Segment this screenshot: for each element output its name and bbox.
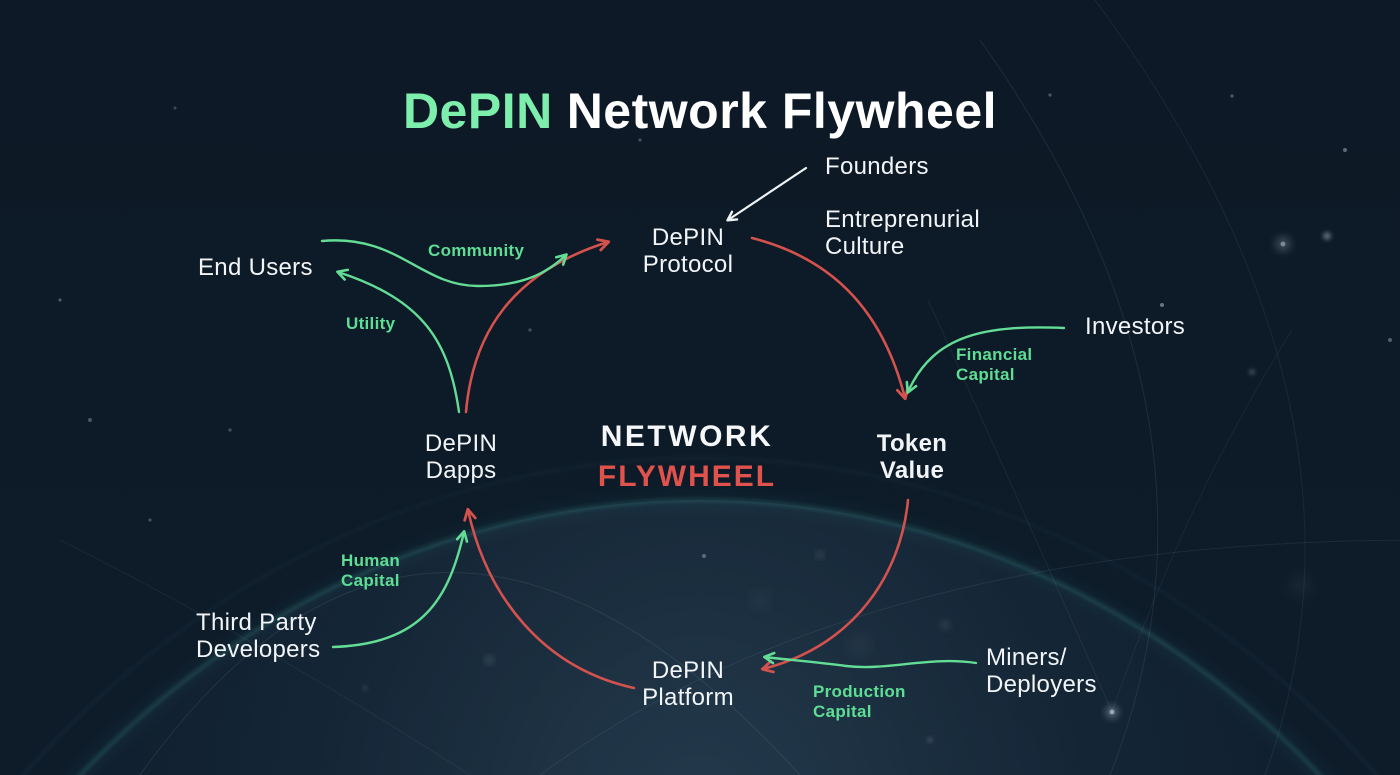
hub-network-label: NETWORK — [600, 420, 774, 453]
atmosphere-arc — [22, 457, 1378, 775]
node-depin-protocol: DePIN Protocol — [642, 224, 734, 279]
node-depin-platform: DePIN Platform — [642, 657, 734, 712]
arrow-production-miners-to-platform — [762, 651, 978, 669]
actor-entrepreneurial-culture: Entreprenurial Culture — [825, 206, 980, 261]
arrow-token-value-to-platform — [760, 498, 910, 674]
flow-label-human-capital: Human Capital — [341, 551, 401, 591]
stars — [58, 93, 1392, 743]
earth-globe — [80, 500, 1320, 775]
flow-label-production-capital: Production Capital — [813, 682, 906, 722]
actor-investors: Investors — [1085, 313, 1186, 340]
flow-label-financial-capital: Financial Capital — [956, 345, 1033, 385]
flow-label-utility: Utility — [346, 314, 396, 333]
actor-end-users: End Users — [198, 254, 313, 281]
actor-miners-deployers: Miners/ Deployers — [986, 644, 1097, 699]
arrow-utility-dapps-to-endusers — [336, 268, 461, 414]
arrow-financial-investors-to-token — [905, 326, 1066, 394]
node-token-value: Token Value — [876, 430, 948, 485]
node-depin-dapps: DePIN Dapps — [424, 430, 498, 485]
title-rest: Network Flywheel — [566, 82, 998, 139]
arrow-founders-to-protocol — [726, 166, 808, 222]
hub-flywheel-label: FLYWHEEL — [597, 460, 777, 493]
actor-founders: Founders — [825, 153, 929, 180]
actor-third-party-developers: Third Party Developers — [196, 609, 321, 664]
arrow-dapps-to-protocol — [464, 238, 611, 414]
orbit-arcs — [59, 0, 1400, 775]
arrow-platform-to-dapps — [463, 507, 636, 690]
flow-label-community: Community — [428, 241, 525, 260]
title-highlight: DePIN — [402, 82, 553, 139]
arrow-human-developers-to-dapps — [331, 530, 469, 649]
arrow-protocol-to-token-value — [750, 236, 910, 401]
horizon-glow-line — [78, 499, 1322, 775]
arrow-community-endusers-to-protocol — [320, 239, 568, 288]
